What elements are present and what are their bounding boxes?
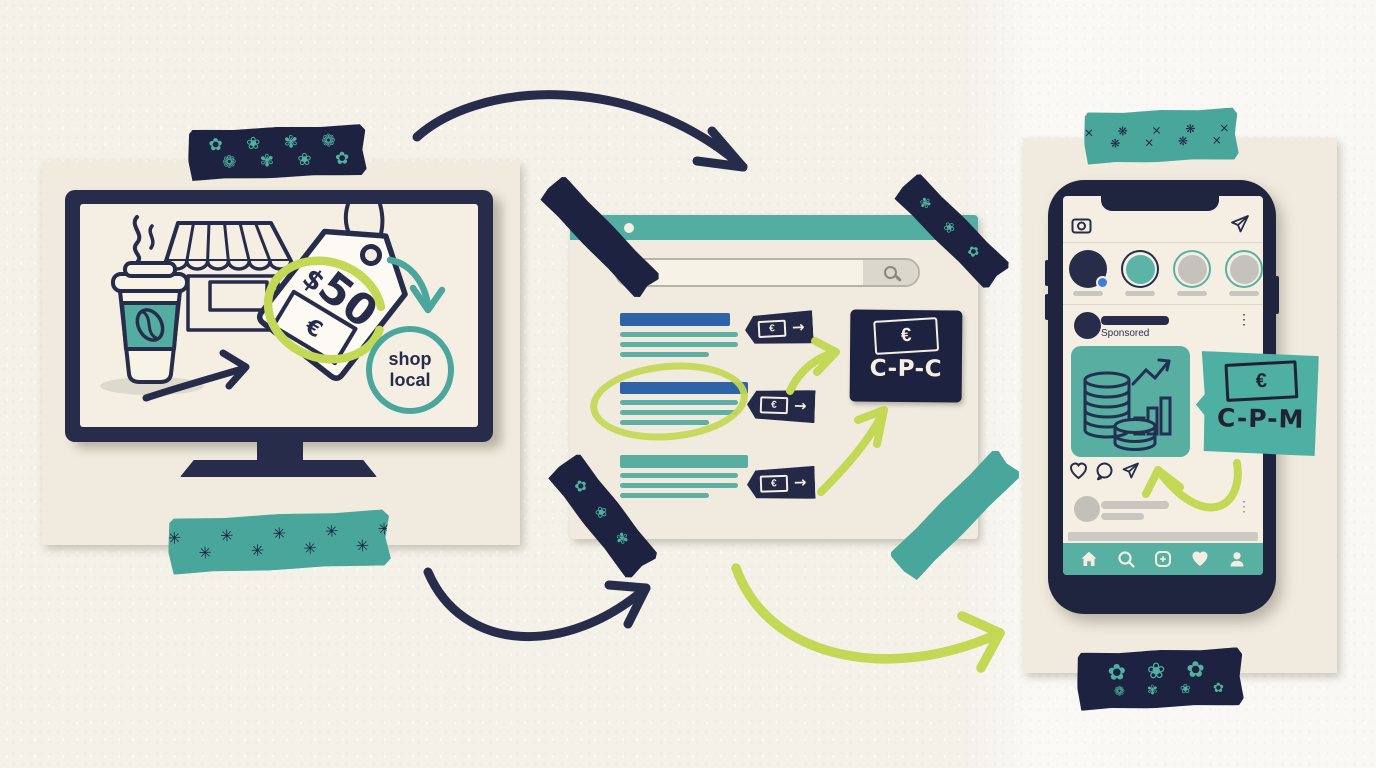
euro-banknote-icon: € — [873, 317, 940, 355]
search-result-title — [620, 313, 730, 326]
username-placeholder — [1101, 316, 1169, 325]
monitor-stand-neck — [257, 440, 303, 462]
stories-row — [1063, 244, 1263, 305]
cost-tag: € → — [746, 466, 815, 501]
content-placeholder-bar — [1068, 532, 1258, 541]
arrow-monitor-to-browser-bottom — [423, 567, 651, 641]
search-result-line — [620, 332, 738, 337]
cpc-badge: € C-P-C — [849, 309, 963, 403]
share-icon — [1122, 462, 1139, 479]
search-result-line — [620, 352, 709, 357]
activity-icon — [1192, 551, 1208, 566]
cpm-label: C-P-M — [1216, 403, 1305, 434]
comment-line — [1101, 513, 1144, 520]
story-badge — [1096, 276, 1109, 289]
cost-tag: € → — [744, 310, 814, 347]
post-actions-row — [1068, 461, 1141, 481]
comment-line — [1101, 501, 1169, 509]
euro-banknote-icon: € — [760, 475, 789, 493]
more-options-icon: ⋮ — [1237, 311, 1251, 327]
more-options-icon: ⋮ — [1237, 498, 1251, 514]
euro-banknote-icon: € — [758, 320, 787, 338]
avatar — [1074, 496, 1100, 522]
steam-icon — [132, 215, 142, 263]
search-result-line — [620, 342, 738, 347]
shop-ad-scene: $50 € — [100, 204, 454, 414]
washi-tape-floral: ✿ ❀ ✾ ❁ ❁ ✾ ❀ ✿ — [187, 124, 367, 181]
search-result-line — [620, 400, 738, 405]
washi-tape-bursts: ✳ ✳ ✳ ✳ ✳ ✳ ✳ ✳ ✳ — [167, 509, 391, 575]
power-button — [1275, 276, 1279, 314]
volume-button — [1045, 260, 1049, 286]
search-result-line — [620, 410, 738, 415]
ad-post-image — [1071, 346, 1190, 457]
comment-icon — [1096, 462, 1113, 481]
arrow-right-icon: → — [793, 473, 807, 492]
camera-icon — [1071, 218, 1092, 234]
send-icon — [1231, 215, 1249, 233]
monitor-screen: $50 € — [80, 204, 478, 427]
arrow-right-icon: → — [793, 396, 807, 415]
storefront-body — [186, 274, 280, 332]
add-post-icon — [1154, 551, 1171, 567]
washi-tape-floral: ✿ ❀ ✿ ❁ ✾ ❀ ✿ — [1076, 647, 1244, 711]
search-button — [863, 260, 918, 285]
arrow-right-icon: → — [791, 317, 805, 337]
shop-local-text: shop — [389, 349, 432, 369]
story-avatar — [1225, 250, 1263, 288]
avatar — [1074, 312, 1101, 339]
story-avatar — [1069, 250, 1109, 289]
search-result-title — [620, 382, 748, 394]
lime-highlight-ring — [263, 256, 387, 364]
app-navbar — [1063, 543, 1263, 575]
euro-banknote-icon: € — [271, 289, 358, 366]
left-panel-card: $50 € — [42, 162, 520, 545]
coffee-cup-icon — [111, 261, 189, 384]
shop-local-circle — [366, 326, 454, 414]
story-caption-line — [1229, 291, 1259, 296]
shop-local-text: local — [389, 370, 430, 390]
app-topbar — [1063, 196, 1263, 243]
profile-icon — [1230, 552, 1244, 567]
story-avatar — [1121, 250, 1159, 288]
desktop-monitor: $50 € — [65, 190, 493, 442]
story-caption-line — [1125, 291, 1155, 296]
phone-panel-card: Sponsored ⋮ — [1023, 138, 1337, 673]
volume-button — [1045, 294, 1049, 320]
euro-banknote-icon: € — [1224, 360, 1298, 402]
arrow-browser-to-phone — [731, 563, 1005, 673]
search-result-line — [620, 420, 709, 425]
cost-tag: € → — [746, 388, 815, 423]
window-dot — [624, 223, 634, 233]
arrow-to-shop-local — [386, 256, 446, 314]
euro-banknote-icon: € — [760, 396, 789, 414]
story-avatar — [1173, 250, 1211, 288]
search-icon — [884, 266, 897, 279]
coins-chart-illustration — [1083, 358, 1172, 451]
phone-notch — [1101, 196, 1219, 211]
search-icon — [1118, 551, 1135, 568]
browser-titlebar — [570, 215, 978, 240]
steam-icon — [148, 224, 155, 250]
phone-screen: Sponsored ⋮ — [1063, 196, 1263, 575]
search-input — [615, 258, 920, 287]
search-result-line — [620, 493, 709, 498]
sponsored-label: Sponsored — [1101, 328, 1150, 339]
like-icon — [1069, 462, 1088, 480]
washi-tape-cross: × ❋ × ❋ × ❋ ❋ × ❋ × ❋ — [1083, 107, 1239, 164]
story-caption-line — [1177, 291, 1207, 296]
arrow-to-tag — [142, 349, 250, 402]
post-header: Sponsored ⋮ — [1063, 306, 1263, 346]
lime-highlight-ring — [586, 356, 752, 447]
cpc-label: C-P-C — [869, 355, 943, 383]
cpm-badge: € C-P-M — [1195, 351, 1319, 456]
arrow-monitor-to-browser — [412, 90, 748, 172]
home-icon — [1081, 551, 1097, 566]
monitor-stand-base — [180, 460, 377, 477]
tag-hole — [360, 244, 382, 266]
story-caption-line — [1073, 291, 1103, 296]
search-result-line — [620, 483, 738, 488]
search-result-line — [620, 473, 738, 478]
search-result-title — [620, 455, 748, 468]
